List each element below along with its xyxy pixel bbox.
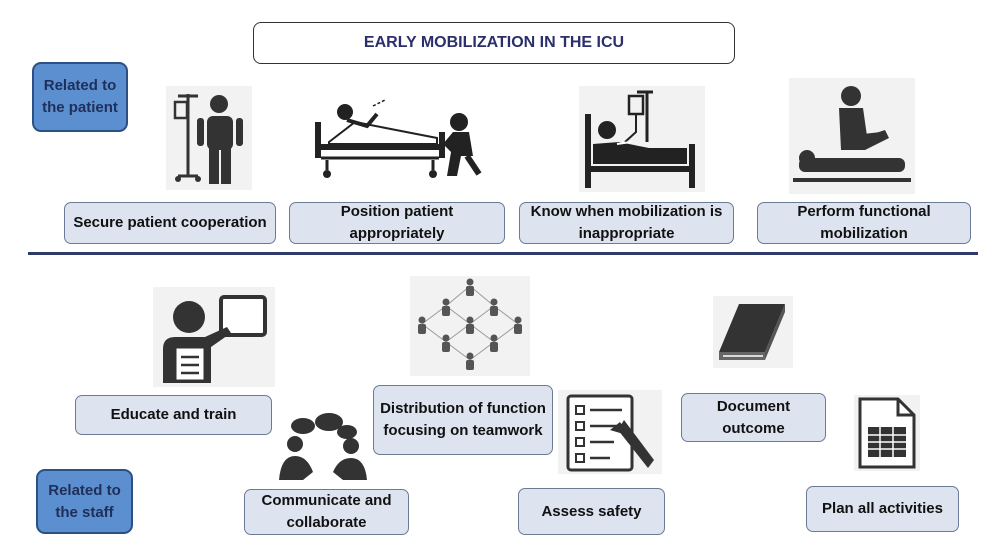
staff-item-distribution-teamwork: Distribution of function focusing on tea…: [373, 385, 553, 455]
section-divider: [28, 252, 978, 255]
staff-item-communicate-collaborate: Communicate and collaborate: [244, 489, 409, 535]
staff-item-educate-train: Educate and train: [75, 395, 272, 435]
conversation-icon: [279, 413, 367, 480]
team-network-icon: [410, 276, 530, 376]
patient-item-functional-mobilization: Perform functional mobilization: [757, 202, 971, 244]
patient-item-position-patient: Position patient appropriately: [289, 202, 505, 244]
book-icon: [713, 296, 793, 368]
checklist-icon: [558, 390, 662, 474]
teacher-board-icon: [153, 287, 275, 387]
patient-iv-bed-icon: [579, 86, 705, 192]
patient-bed-assist-icon: [315, 99, 482, 178]
category-patient: Related to the patient: [32, 62, 128, 132]
staff-item-document-outcome: Document outcome: [681, 393, 826, 442]
category-staff: Related to the staff: [36, 469, 133, 534]
diagram-title: EARLY MOBILIZATION IN THE ICU: [253, 22, 735, 64]
spreadsheet-icon: [854, 395, 920, 471]
staff-item-plan-activities: Plan all activities: [806, 486, 959, 532]
iv-pole-person-icon: [166, 86, 252, 190]
patient-item-know-inappropriate: Know when mobilization is inappropriate: [519, 202, 734, 244]
patient-item-secure-cooperation: Secure patient cooperation: [64, 202, 276, 244]
staff-item-assess-safety: Assess safety: [518, 488, 665, 535]
physiotherapy-icon: [789, 78, 915, 194]
